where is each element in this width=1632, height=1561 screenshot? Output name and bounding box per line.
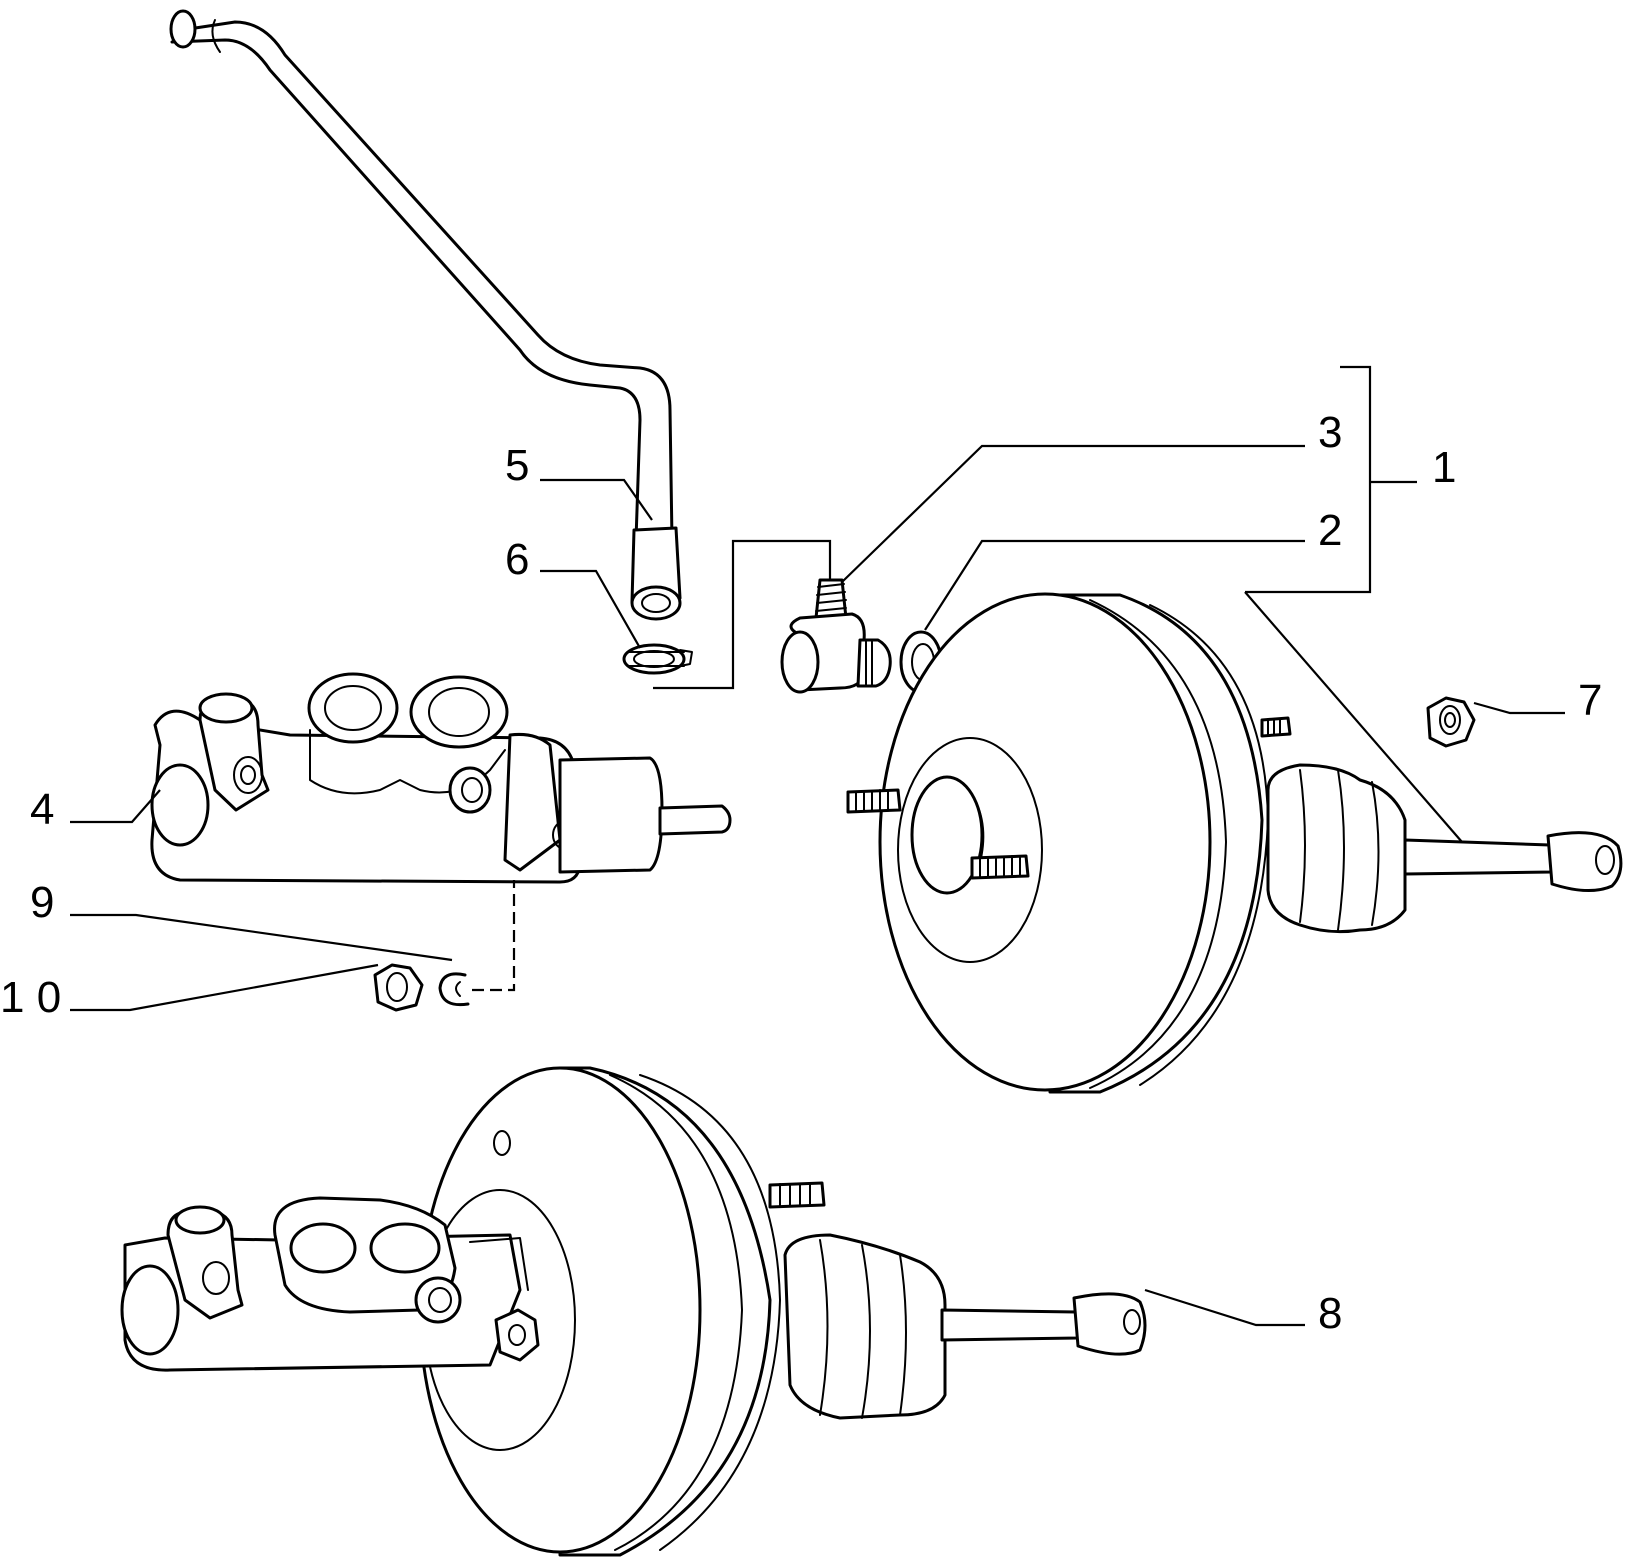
callout-1: 1 xyxy=(1432,443,1456,492)
leader-lines xyxy=(70,365,1565,1327)
callout-2: 2 xyxy=(1318,506,1342,555)
nut-part-10 xyxy=(373,963,424,1012)
callout-9: 9 xyxy=(30,878,54,927)
vacuum-hose xyxy=(169,9,682,621)
hose-clamp xyxy=(622,643,693,675)
callout-10: 1 0 xyxy=(0,973,61,1022)
nut xyxy=(1426,696,1476,748)
check-valve-fitting xyxy=(780,578,892,694)
brake-booster xyxy=(846,592,1623,1094)
callout-3: 3 xyxy=(1318,408,1342,457)
washer-part-9 xyxy=(438,972,470,1007)
callout-6: 6 xyxy=(505,535,529,584)
master-cylinder xyxy=(150,672,732,884)
callouts: 1 2 3 4 5 6 7 8 9 1 0 xyxy=(0,408,1602,1338)
callout-8: 8 xyxy=(1318,1289,1342,1338)
callout-7: 7 xyxy=(1578,676,1602,725)
booster-assembly xyxy=(120,1066,1147,1557)
callout-4: 4 xyxy=(30,785,54,834)
callout-5: 5 xyxy=(505,441,529,490)
